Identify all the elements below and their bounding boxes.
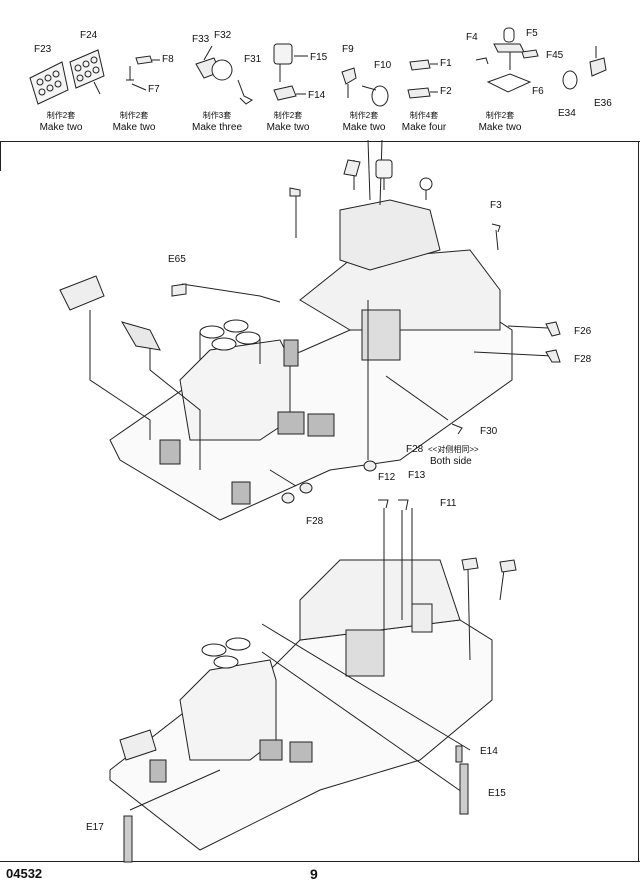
qty-en: Make two [112, 122, 156, 133]
qty-en: Make two [266, 122, 310, 133]
part-label-f9: F9 [342, 44, 354, 55]
f8-f7-sketch [126, 55, 160, 91]
part-label-f24: F24 [80, 30, 98, 41]
f23-f24-launcher-sketch [29, 49, 105, 105]
page-number: 9 [310, 866, 318, 882]
part-label-f1: F1 [440, 58, 452, 69]
qty-cn: 制作2套 [273, 111, 303, 120]
callout-e15: E15 [488, 788, 506, 799]
part-label-f2: F2 [440, 86, 452, 97]
callout-f30: F30 [480, 426, 498, 437]
subassembly-f15-qty: 制作2套 Make two [258, 110, 318, 134]
part-label-f8: F8 [162, 54, 174, 65]
subassembly-f9-qty: 制作2套 Make two [334, 110, 394, 134]
page-border-right [638, 141, 639, 861]
qty-cn: 制作3套 [202, 111, 232, 120]
callout-f13: F13 [408, 470, 426, 481]
callout-f3: F3 [490, 200, 502, 211]
e34-e36-sketch [562, 46, 607, 90]
subassembly-f4-qty: 制作2套 Make two [470, 110, 530, 134]
kit-number: 04532 [6, 866, 43, 881]
qty-en: Make four [401, 122, 447, 133]
callout-f12: F12 [378, 472, 396, 483]
callout-f28-both-cn: <<对侧相同>> [428, 445, 479, 454]
part-label-f7: F7 [148, 84, 160, 95]
footer-divider [0, 861, 640, 862]
f4-f5-f45-f6-sketch [475, 27, 539, 93]
part-label-f10: F10 [374, 60, 392, 71]
page-border-left [0, 141, 1, 171]
callout-f11: F11 [440, 498, 457, 509]
part-label-f33: F33 [192, 34, 210, 45]
part-label-f31: F31 [244, 54, 262, 65]
qty-cn: 制作2套 [485, 111, 515, 120]
part-label-f23: F23 [34, 44, 52, 55]
part-label-e36: E36 [594, 98, 612, 109]
subassembly-f1-qty: 制作4套 Make four [394, 110, 454, 134]
part-label-e34: E34 [558, 108, 576, 119]
f9-f10-sketch [341, 67, 389, 107]
part-label-f6: F6 [532, 86, 544, 97]
top-panel-divider [0, 141, 640, 142]
part-label-f5: F5 [526, 28, 538, 39]
qty-en: Make two [478, 122, 522, 133]
callout-e65: E65 [168, 254, 186, 265]
callout-f28-bottom: F28 [306, 516, 324, 527]
qty-cn: 制作2套 [46, 111, 76, 120]
qty-en: Make two [39, 122, 83, 133]
subassembly-f8-f7-qty: 制作2套 Make two [104, 110, 164, 134]
qty-en: Make two [342, 122, 386, 133]
callout-f26: F26 [574, 326, 592, 337]
lower-hull-assembly [109, 499, 517, 863]
part-label-f45: F45 [546, 50, 564, 61]
upper-hull-assembly [59, 139, 561, 521]
callout-f28-right: F28 [574, 354, 592, 365]
part-label-f4: F4 [466, 32, 478, 43]
f33-f32-f31-sketch [195, 45, 253, 105]
callout-e17: E17 [86, 822, 104, 833]
callout-e14: E14 [480, 746, 498, 757]
qty-cn: 制作2套 [349, 111, 379, 120]
part-label-f15: F15 [310, 52, 328, 63]
f1-f2-sketch [407, 59, 438, 99]
subassembly-f23-f24-qty: 制作2套 Make two [26, 110, 96, 134]
part-label-f32: F32 [214, 30, 232, 41]
f15-f14-sketch [273, 43, 308, 101]
qty-cn: 制作4套 [409, 111, 439, 120]
callout-f28-both-en: Both side [430, 456, 472, 467]
qty-en: Make three [191, 122, 243, 133]
callout-f28-both: F28 [406, 444, 424, 455]
part-label-f14: F14 [308, 90, 326, 101]
subassembly-f33-qty: 制作3套 Make three [182, 110, 252, 134]
qty-cn: 制作2套 [119, 111, 149, 120]
